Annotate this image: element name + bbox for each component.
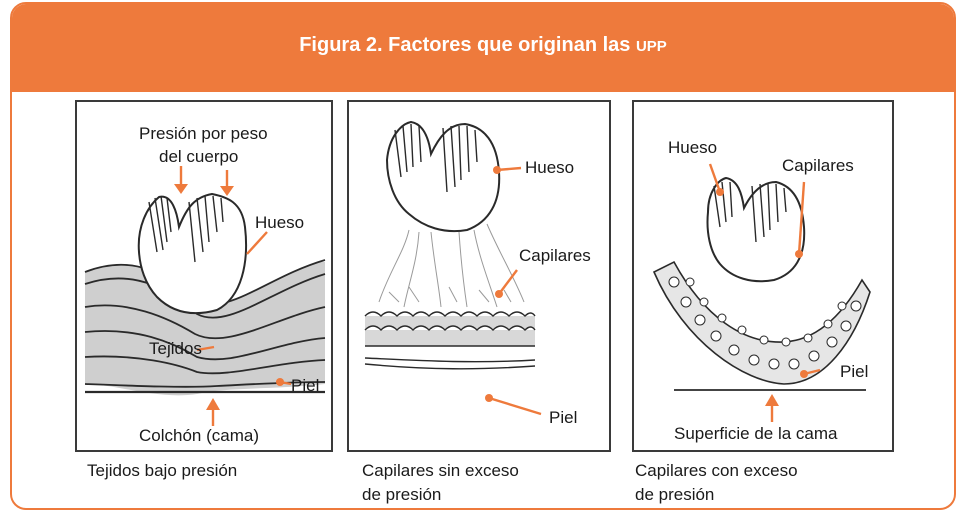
panel-capillaries-excess-pressure: Hueso Capilares Piel Superficie de la ca… [632, 100, 894, 452]
bone-shape [137, 192, 248, 315]
figure-title-text: Figura 2. Factores que originan las [299, 34, 636, 56]
figure-title-abbr: UPP [635, 38, 667, 55]
label-pressure-line2: del cuerpo [159, 147, 239, 166]
caption-panel-3: Capilares con exceso de presión [635, 459, 798, 507]
figure-header: Figura 2. Factores que originan las UPP [12, 4, 954, 92]
panel-capillaries-no-pressure: Hueso Capilares Piel [347, 100, 611, 452]
label-skin: Piel [549, 408, 578, 427]
illustration-capillaries-no-pressure [364, 120, 542, 416]
cell-layer [364, 311, 536, 370]
caption-panel-3-line2: de presión [635, 485, 715, 504]
label-capillaries: Capilares [519, 246, 591, 265]
caption-panel-2-line2: de presión [362, 485, 442, 504]
caption-panel-1: Tejidos bajo presión [87, 461, 238, 480]
label-mattress: Colchón (cama) [139, 426, 259, 445]
figure-title: Figura 2. Factores que originan las UPP [12, 34, 954, 57]
label-bone: Hueso [525, 158, 575, 177]
label-surface: Superficie de la cama [674, 424, 838, 443]
caption-panel-2-line1: Capilares sin exceso [362, 461, 519, 480]
label-bone: Hueso [668, 138, 718, 157]
figure-frame: Figura 2. Factores que originan las UPP [10, 2, 956, 510]
label-skin: Piel [840, 362, 869, 381]
illustration-capillaries-excess-pressure [652, 163, 871, 422]
label-skin: Piel [291, 376, 320, 395]
illustration-tissues-under-pressure [84, 166, 326, 426]
label-pressure-line1: Presión por peso [139, 124, 268, 143]
label-capillaries: Capilares [782, 156, 854, 175]
caption-panel-2: Capilares sin exceso de presión [362, 459, 519, 507]
caption-panel-3-line1: Capilares con exceso [635, 461, 798, 480]
panel-tissues-under-pressure: Presión por peso del cuerpo Hueso Tejido… [75, 100, 333, 452]
label-tissues: Tejidos [149, 339, 202, 358]
label-bone: Hueso [255, 213, 305, 232]
